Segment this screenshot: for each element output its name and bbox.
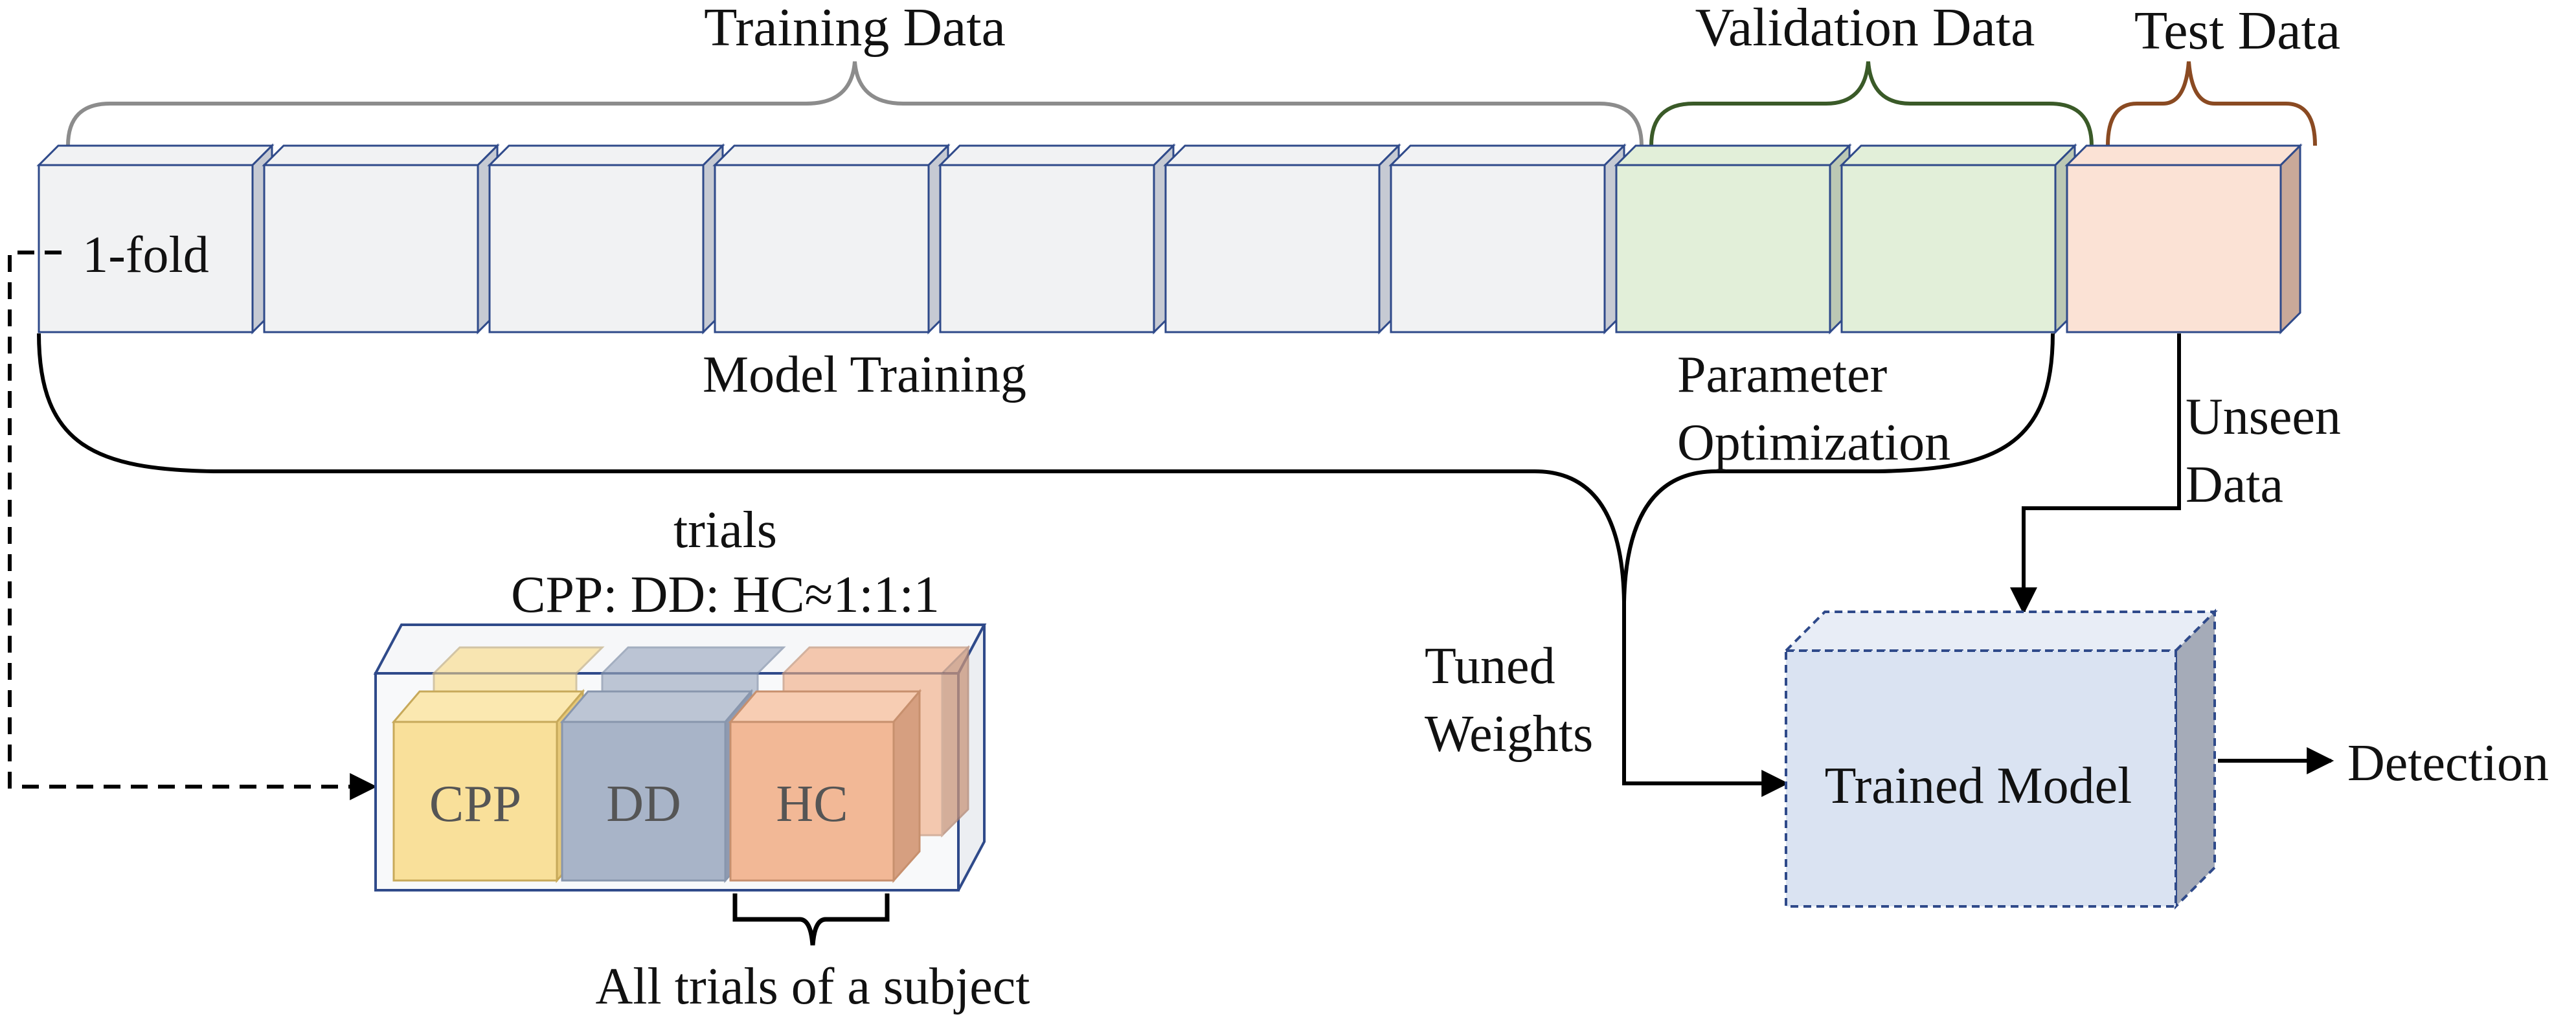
fold-5-box — [938, 143, 1176, 335]
unseen-label: Unseen — [2186, 388, 2341, 445]
hc-label: HC — [776, 776, 848, 833]
training-data-label: Training Data — [704, 0, 1006, 58]
fold-2-box — [262, 143, 500, 335]
dd-label: DD — [606, 776, 681, 833]
tuned-label: Tuned — [1425, 638, 1555, 695]
fold-boxes — [36, 143, 2303, 335]
training-brace — [66, 61, 1644, 146]
fold-7-box — [1388, 143, 1627, 335]
detection-label: Detection — [2347, 735, 2549, 792]
model-training-label: Model Training — [703, 346, 1026, 403]
fold-6-box — [1163, 143, 1401, 335]
optimization-label: Optimization — [1677, 414, 1950, 471]
test-data-label: Test Data — [2134, 1, 2340, 61]
fold-label: 1-fold — [82, 227, 209, 284]
model-training-curve — [37, 333, 1626, 603]
data-label: Data — [2186, 456, 2283, 513]
trained-model-label: Trained Model — [1825, 757, 2132, 814]
parameter-optimization-curve — [1622, 333, 2055, 603]
fold-10-box — [2064, 143, 2303, 335]
trials-ratio: CPP: DD: HC≈1:1:1 — [511, 567, 940, 623]
fold-4-box — [712, 143, 951, 335]
hc-cube — [728, 688, 922, 883]
weights-label: Weights — [1425, 706, 1593, 763]
tuned-weights-line — [1622, 602, 1789, 797]
fold-to-trials-dashed-line — [8, 251, 378, 800]
fold-3-box — [487, 143, 725, 335]
subject-brace — [732, 893, 890, 946]
test-brace — [2106, 61, 2317, 146]
validation-brace — [1649, 61, 2094, 146]
cpp-label: CPP — [429, 776, 521, 833]
validation-data-label: Validation Data — [1695, 0, 2035, 58]
trials-title: trials — [673, 502, 777, 559]
parameter-label: Parameter — [1677, 346, 1887, 403]
fold-8-box — [1614, 143, 1852, 335]
fold-9-box — [1839, 143, 2077, 335]
unseen-data-line — [2010, 333, 2181, 615]
subject-caption: All trials of a subject — [596, 958, 1030, 1015]
fold-1-box — [36, 143, 275, 335]
trained-model-box — [1783, 609, 2218, 910]
